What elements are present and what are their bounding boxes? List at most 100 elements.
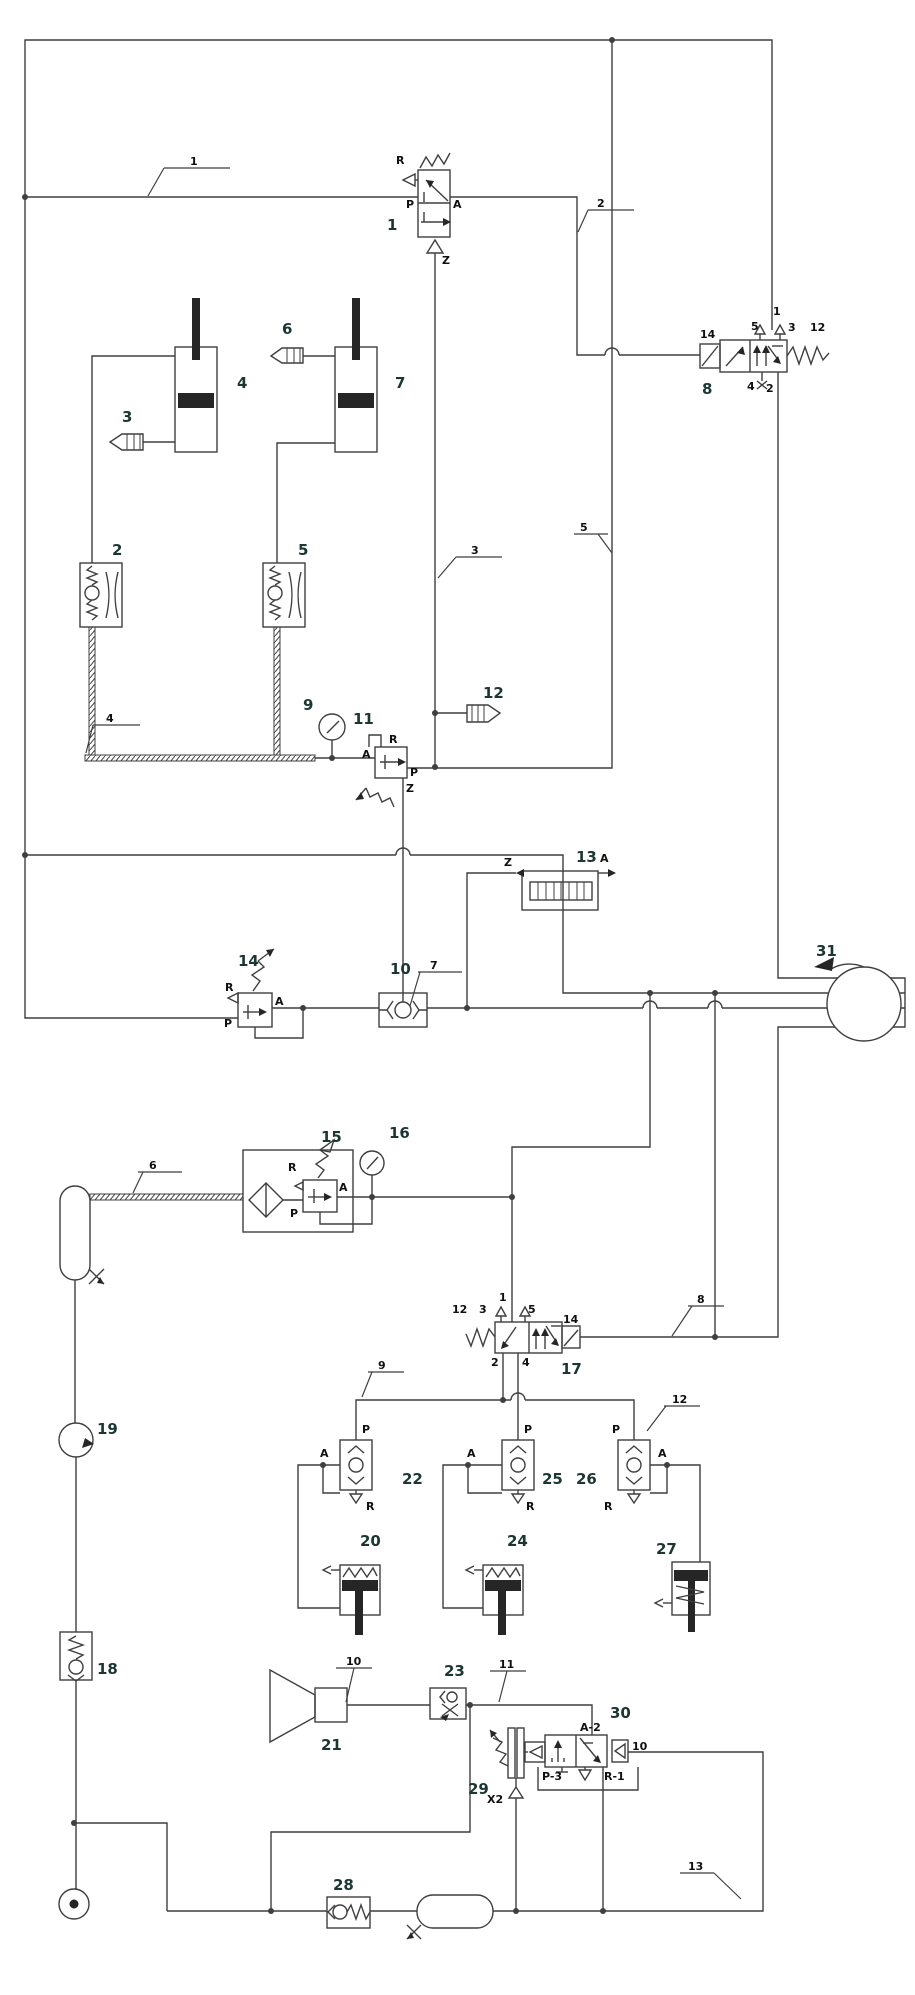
component-label-26: 26 [576,1470,597,1488]
silencer-12 [466,704,502,723]
component-label-28: 28 [333,1876,354,1894]
component-label-2: 2 [112,541,122,559]
component-label-5: 5 [298,541,308,559]
port-label-A: A [339,1181,348,1194]
port-label-10: 10 [632,1740,648,1753]
port-label-R: R [389,733,398,746]
check-valve-22 [339,1439,373,1505]
component-label-21: 21 [321,1736,342,1754]
component-label-17: 17 [561,1360,582,1378]
port-label-Z: Z [504,856,512,869]
line-label-8: 8 [697,1293,705,1306]
component-label-20: 20 [360,1532,381,1550]
cylinder-24 [464,1564,524,1635]
port-label-A: A [275,995,284,1008]
valve-1 [401,152,451,254]
component-label-12: 12 [483,684,504,702]
line-label-4: 4 [106,712,114,725]
port-label-A: A [320,1447,329,1460]
flow-control-2 [79,562,123,628]
port-label-12: 12 [810,321,825,334]
component-label-23: 23 [444,1662,465,1680]
port-label-P: P [612,1423,620,1436]
wiring [24,39,906,1912]
component-label-13: 13 [576,848,597,866]
receiver-tank [59,1185,105,1285]
component-label-1: 1 [387,216,397,234]
component-label-14: 14 [238,952,259,970]
port-label-Z: Z [406,782,414,795]
valve-11 [355,734,408,808]
component-label-9: 9 [303,696,313,714]
pressure-pilot-29 [489,1727,525,1799]
port-label-2: 2 [766,382,774,395]
port-label-R: R [225,981,234,994]
line-label-7: 7 [430,959,438,972]
component-label-19: 19 [97,1420,118,1438]
valve-17 [465,1305,581,1354]
port-label-3: 3 [479,1303,487,1316]
line-label-marks [85,167,742,1900]
port-label-Z: Z [442,254,450,267]
component-label-18: 18 [97,1660,118,1678]
component-label-16: 16 [389,1124,410,1142]
component-label-8: 8 [702,380,712,398]
line-label-11: 11 [499,1658,514,1671]
cylinder-4 [174,298,218,453]
line-label-9: 9 [378,1359,386,1372]
port-label-14: 14 [563,1313,579,1326]
port-label-P: P [224,1017,232,1030]
port-label-A: A [467,1447,476,1460]
port-label-P: P [290,1207,298,1220]
port-label-P: P [410,766,418,779]
flow-indicator-19 [58,1422,94,1458]
air-source [58,1888,90,1920]
counter-13 [516,869,616,911]
component-label-15: 15 [321,1128,342,1146]
component-label-27: 27 [656,1540,677,1558]
component-label-4: 4 [237,374,247,392]
shuttle-valve-10 [378,992,428,1028]
junction-dots [22,37,718,1914]
component-label-25: 25 [542,1470,563,1488]
line-label-5: 5 [580,521,588,534]
component-label-10: 10 [390,960,411,978]
port-label-1: 1 [773,305,781,318]
component-label-24: 24 [507,1532,528,1550]
check-valve-28 [326,1896,371,1929]
port-label-R: R [288,1161,297,1174]
component-label-6: 6 [282,320,292,338]
port-label-3: 3 [788,321,796,334]
check-valve-26 [617,1439,651,1505]
component-label-7: 7 [395,374,405,392]
line-label-12: 12 [672,1393,687,1406]
port-label-R: R [526,1500,535,1513]
component-label-22: 22 [402,1470,423,1488]
silencer-3 [108,433,175,451]
port-label-P: P [524,1423,532,1436]
silencer-6 [269,347,335,364]
port-label-R-1: R-1 [604,1770,625,1783]
port-label-X2: X2 [487,1793,503,1806]
check-valve-24-pilot [501,1439,535,1505]
port-label-4: 4 [747,380,755,393]
port-label-4: 4 [522,1356,530,1369]
hoses [84,626,316,1201]
port-label-A: A [362,748,371,761]
component-label-29: 29 [468,1780,489,1798]
valve-8 [699,323,830,390]
port-label-14: 14 [700,328,716,341]
port-label-2: 2 [491,1356,499,1369]
component-label-3: 3 [122,408,132,426]
port-label-A: A [600,852,609,865]
line-label-3: 3 [471,544,479,557]
component-label-31: 31 [816,942,837,960]
port-label-R: R [396,154,405,167]
port-label-P: P [362,1423,370,1436]
cylinder-7 [334,298,378,453]
